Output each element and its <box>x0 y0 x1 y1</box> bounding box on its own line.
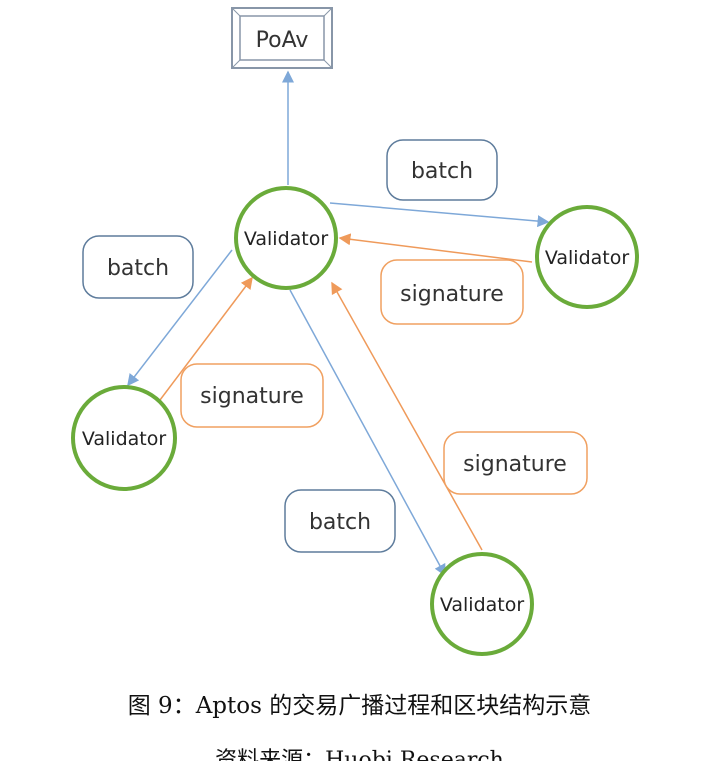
validator-center: Validator <box>244 228 329 250</box>
arrow-batch-bottom <box>289 289 446 577</box>
validator-left: Validator <box>82 428 167 450</box>
arrow-signature-left <box>159 276 253 401</box>
figure-source: 资料来源：Huobi Research <box>215 748 504 761</box>
arrow-batch-left <box>127 249 233 387</box>
batch-label-left: batch <box>107 256 169 281</box>
validator-bottom: Validator <box>440 594 525 616</box>
batch-label-top: batch <box>411 159 473 184</box>
figure-caption: 图 9：Aptos 的交易广播过程和区块结构示意 <box>127 693 592 719</box>
signature-label-bottom: signature <box>463 452 567 477</box>
signature-label-left: signature <box>200 384 304 409</box>
poav-label: PoAv <box>256 28 309 53</box>
signature-label-right: signature <box>400 282 504 307</box>
poav-box: PoAv <box>231 7 333 69</box>
arrow-signature-right <box>338 233 533 263</box>
batch-label-bottom: batch <box>309 510 371 535</box>
arrow-batch-right <box>329 202 550 228</box>
validator-right: Validator <box>545 247 630 269</box>
arrow-signature-bottom <box>331 281 483 551</box>
